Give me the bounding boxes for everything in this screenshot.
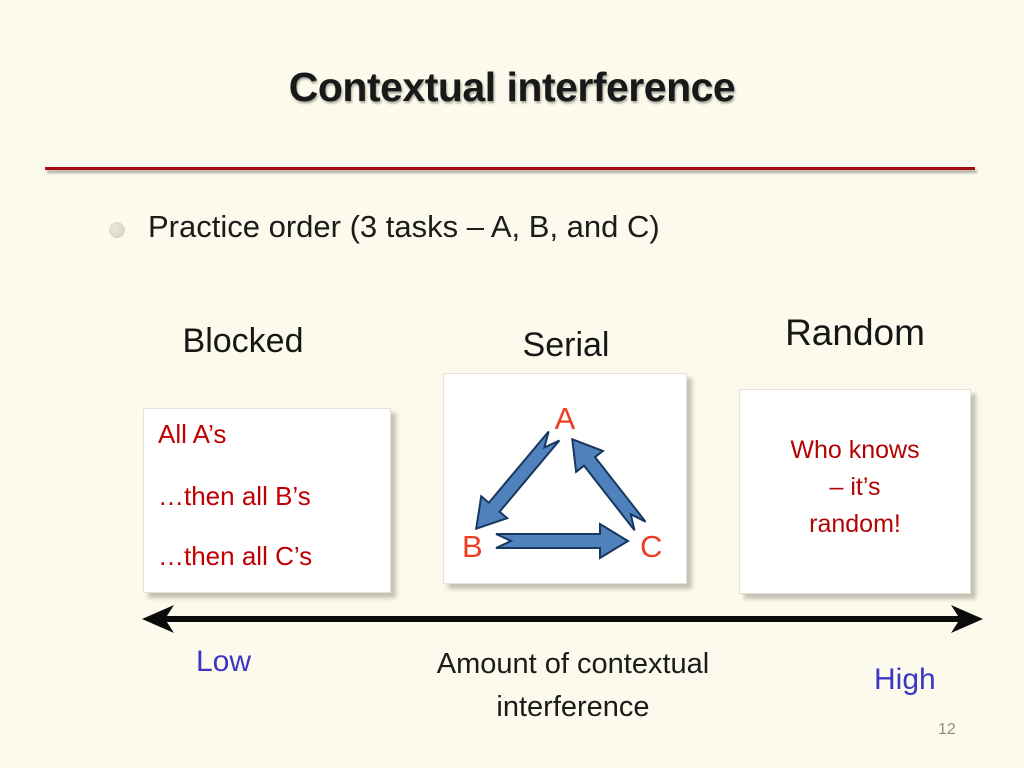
bullet-icon [109, 222, 125, 238]
random-line-3: random! [809, 510, 901, 538]
axis-double-arrow-icon [142, 605, 983, 633]
random-line-2: – it’s [829, 473, 881, 501]
axis-label-low: Low [196, 645, 252, 678]
blocked-panel: All A’s …then all B’s …then all C’s [143, 408, 391, 593]
arrow-a-to-b-icon [474, 430, 561, 531]
serial-node-c: C [640, 529, 663, 564]
blocked-line-1: All A’s [158, 419, 227, 449]
blocked-line-2: …then all B’s [158, 481, 311, 511]
serial-cycle-arrows [474, 430, 647, 560]
page-number: 12 [938, 721, 956, 738]
column-header-random: Random [785, 312, 925, 353]
axis-caption-line2: interference [496, 691, 650, 723]
axis-label-high: High [874, 663, 936, 696]
arrow-c-to-a-icon [571, 437, 647, 531]
arrow-b-to-c-icon [495, 522, 630, 560]
title-underline-rule [45, 167, 975, 170]
serial-node-b: B [462, 529, 483, 564]
random-panel: Who knows – it’s random! [739, 389, 971, 594]
blocked-line-3: …then all C’s [158, 541, 313, 571]
axis-caption-line1: Amount of contextual [436, 648, 710, 680]
bullet-text: Practice order (3 tasks – A, B, and C) [148, 209, 660, 244]
column-header-serial: Serial [522, 326, 610, 364]
serial-panel: A B C [443, 373, 687, 584]
column-header-blocked: Blocked [182, 322, 304, 360]
random-line-1: Who knows [790, 436, 920, 464]
slide-title: Contextual interference [288, 64, 736, 110]
random-panel-text: Who knows – it’s random! [740, 390, 970, 543]
serial-node-a: A [554, 401, 576, 436]
